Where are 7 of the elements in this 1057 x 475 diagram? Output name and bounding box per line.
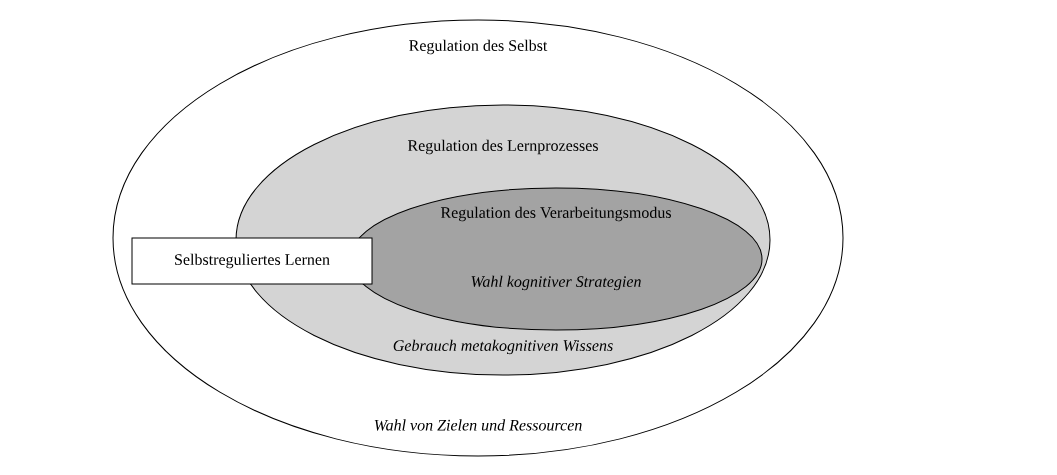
ellipse-label: Wahl von Zielen und Ressourcen (374, 419, 582, 431)
ellipse-label: Regulation des Selbst (409, 39, 548, 55)
ellipse-label: Regulation des Verarbeitungsmodus (440, 206, 671, 222)
ellipse-label: Wahl kognitiver Strategien (471, 275, 641, 291)
label-box: Selbstreguliertes Lernen (131, 237, 373, 285)
ellipse-label: Regulation des Lernprozesses (407, 139, 598, 155)
ellipse-label: Gebrauch metakognitiven Wissens (393, 339, 613, 355)
